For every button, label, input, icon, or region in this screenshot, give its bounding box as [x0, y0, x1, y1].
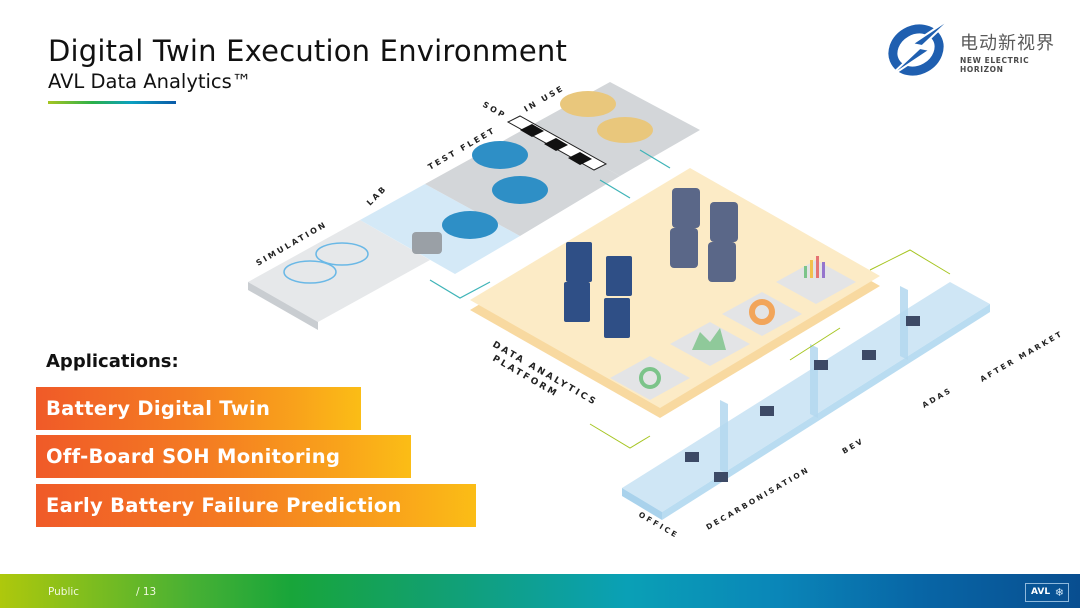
- page-number: / 13: [136, 586, 157, 598]
- chart-tiles: [610, 256, 856, 400]
- test-fleet-car: [472, 141, 528, 169]
- lightning-bolt-circle-icon: [887, 15, 955, 79]
- simulation-car-outline: [283, 242, 369, 284]
- zone-label-in-use: IN USE: [523, 83, 567, 113]
- avl-logo: AVL ❄: [1025, 583, 1069, 602]
- sop-line: [506, 115, 608, 171]
- footer-bar: Public / 13 AVL ❄: [0, 574, 1080, 608]
- data-analytics-platform: DATA ANALYTICS PLATFORM: [470, 168, 880, 418]
- snowflake-icon: ❄: [1054, 586, 1064, 599]
- lab-floor: [360, 184, 520, 274]
- slide-title: Digital Twin Execution Environment: [48, 34, 568, 68]
- digital-twin-illustration: SIMULATION LAB TEST FLEET SOP IN USE: [248, 82, 1065, 540]
- desk-monitors: [685, 316, 920, 482]
- brand-name-cn: 电动新视界: [960, 33, 1055, 54]
- office-label-after-market: AFTER MARKET: [979, 329, 1065, 384]
- zone-label-sop: SOP: [481, 100, 508, 121]
- database-icon: [670, 188, 738, 282]
- bar-chart-icon: [804, 256, 825, 278]
- lifecycle-track: SIMULATION LAB TEST FLEET SOP IN USE: [248, 82, 700, 330]
- donut-chart-icon: [749, 299, 775, 325]
- in-use-car: [597, 117, 653, 143]
- slide-subtitle: AVL Data Analytics™: [48, 70, 252, 93]
- gauge-chart-icon: [639, 367, 661, 389]
- server-icon: [564, 242, 632, 338]
- title-underline: [48, 101, 176, 104]
- application-item: Early Battery Failure Prediction: [36, 484, 476, 527]
- lab-car: [442, 211, 498, 239]
- zone-label-lab: LAB: [365, 183, 389, 207]
- office-label-bev: BEV: [841, 436, 866, 456]
- test-fleet-car: [492, 176, 548, 204]
- application-item: Battery Digital Twin: [36, 387, 361, 430]
- brand-logo: 电动新视界 NEW ELECTRIC HORIZON: [882, 14, 1072, 80]
- in-use-car: [560, 91, 616, 117]
- avl-logo-text: AVL: [1031, 587, 1051, 597]
- classification-label: Public: [48, 586, 80, 598]
- test-motor: [412, 232, 442, 254]
- brand-name-en: NEW ELECTRIC HORIZON: [960, 56, 1030, 74]
- area-chart-icon: [692, 328, 726, 350]
- simulation-floor: [248, 220, 430, 322]
- application-item: Off-Board SOH Monitoring: [36, 435, 411, 478]
- applications-heading: Applications:: [46, 351, 179, 372]
- office-connectors: [589, 249, 951, 449]
- office-label-adas: ADAS: [921, 385, 954, 409]
- data-connectors: [429, 149, 671, 299]
